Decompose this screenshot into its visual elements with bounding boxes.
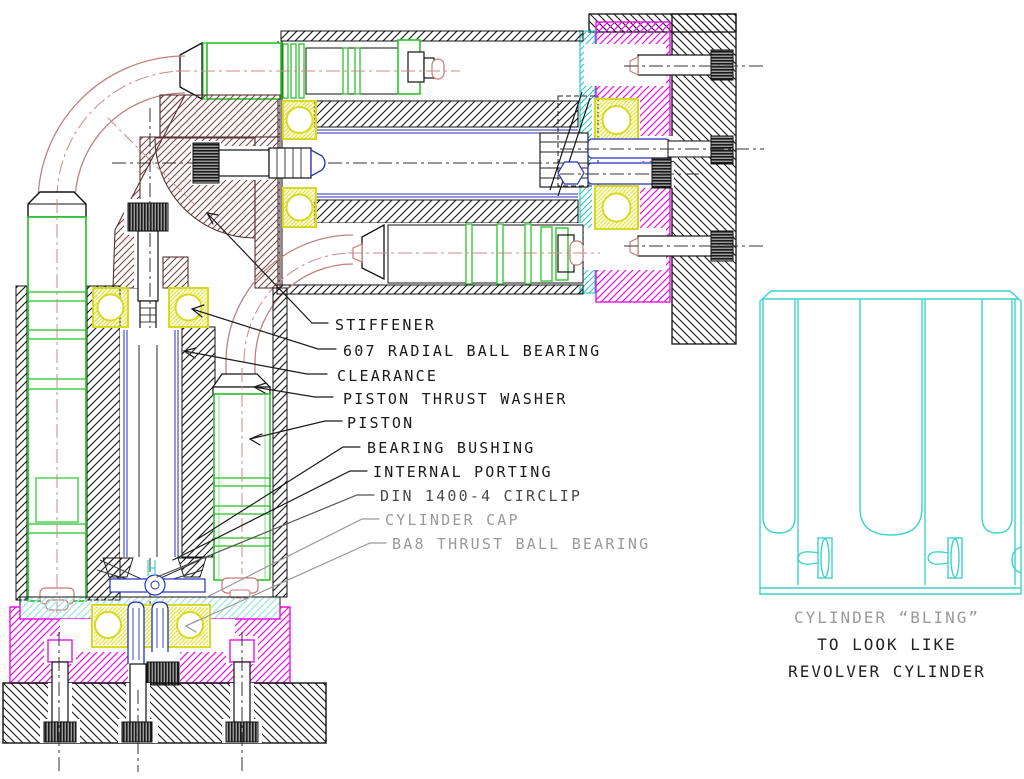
- corner-bracket: [107, 94, 281, 289]
- callout-bearing-bushing: BEARING BUSHING: [367, 439, 535, 457]
- callout-cylinder-cap: CYLINDER CAP: [385, 511, 520, 529]
- callout-internal-porting: INTERNAL PORTING: [373, 463, 553, 481]
- radial-ball-bearing: [282, 100, 317, 140]
- callout-labels: STIFFENER 607 RADIAL BALL BEARING CLEARA…: [335, 316, 650, 553]
- ball-bearings: [92, 98, 639, 328]
- bottom-thrust-bearing: [91, 604, 211, 648]
- lower-rod-fitting: [276, 223, 600, 295]
- cylinder-bottom-assembly: [96, 557, 207, 596]
- callout-clearance: CLEARANCE: [337, 367, 438, 385]
- top-rod-fitting: [176, 39, 460, 101]
- callout-thrust-ball-bearing: BA8 THRUST BALL BEARING: [392, 535, 650, 553]
- socket-bolt-horizontal: [192, 142, 326, 184]
- piston-assembly: [211, 368, 272, 599]
- center-studs: [127, 601, 180, 686]
- radial-ball-bearing: [92, 287, 129, 328]
- side-note: CYLINDER “BLING” TO LOOK LIKE REVOLVER C…: [788, 608, 986, 681]
- callout-piston: PISTON: [347, 414, 414, 432]
- side-note-line2: TO LOOK LIKE: [817, 635, 957, 654]
- callout-piston-thrust-washer: PISTON THRUST WASHER: [343, 390, 568, 408]
- revolver-cylinder-sketch: [759, 290, 1022, 595]
- cap-screw-top: [624, 49, 764, 81]
- side-note-line1: CYLINDER “BLING”: [794, 608, 980, 627]
- set-screw-middle: [557, 157, 700, 189]
- left-vertical-fitting: [15, 191, 121, 614]
- callout-stiffener: STIFFENER: [335, 316, 436, 334]
- callout-leaders: [156, 212, 387, 633]
- cylinder-stop-pawl: [797, 537, 833, 579]
- socket-bolt-vertical: [127, 108, 169, 608]
- callout-radial-bearing: 607 RADIAL BALL BEARING: [343, 342, 601, 360]
- base-bolt-left: [43, 639, 77, 743]
- right-screws: [557, 49, 764, 262]
- radial-ball-bearing: [594, 185, 639, 230]
- radial-ball-bearing: [594, 98, 639, 142]
- base-bolts: [43, 632, 259, 772]
- cap-screw-bottom: [624, 230, 764, 262]
- vertical-cylinder: [120, 287, 288, 598]
- side-note-line3: REVOLVER CYLINDER: [788, 662, 986, 681]
- cap-screw-middle: [560, 135, 764, 165]
- radial-ball-bearing: [168, 287, 209, 328]
- radial-ball-bearing: [282, 187, 317, 228]
- callout-circlip: DIN 1400-4 CIRCLIP: [380, 487, 582, 505]
- cylinder-stop-pawl: [927, 537, 963, 579]
